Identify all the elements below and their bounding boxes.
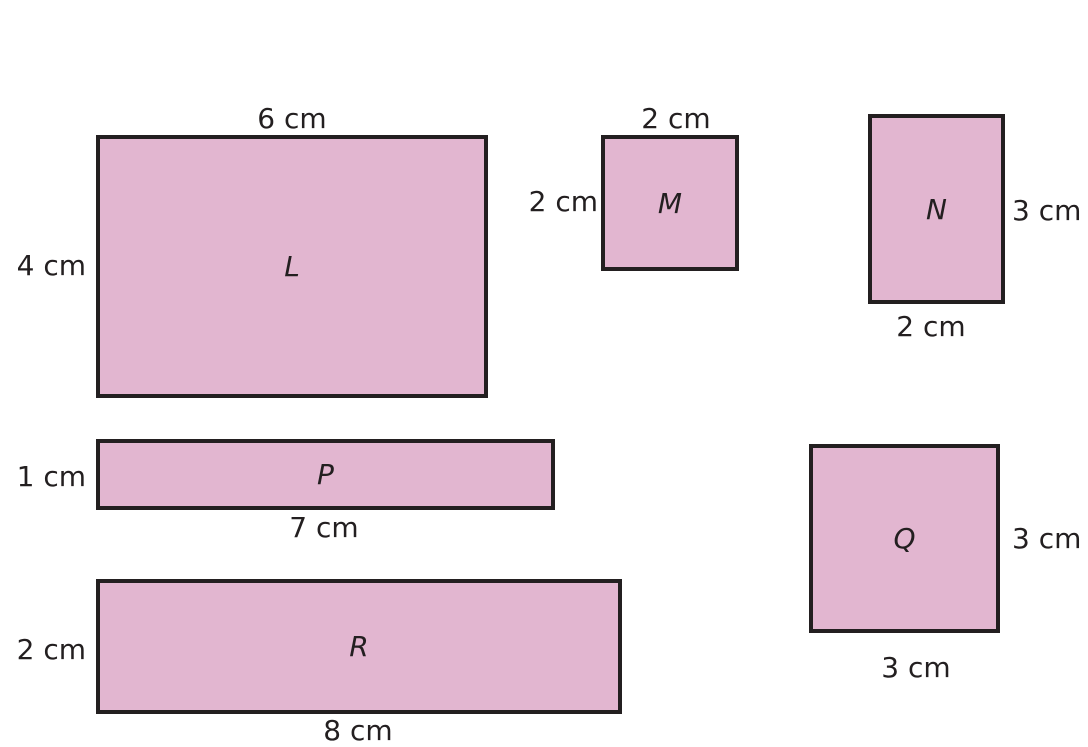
rectangle-p-height-label: 1 cm xyxy=(16,460,86,493)
rectangle-p-label: P xyxy=(317,458,334,491)
rectangle-q-width-label: 3 cm xyxy=(881,651,951,684)
rectangle-r-label: R xyxy=(349,630,369,663)
rectangle-n-label: N xyxy=(926,192,947,226)
rectangle-m: M xyxy=(601,135,739,271)
rectangle-m-label: M xyxy=(657,186,683,220)
rectangle-q-height-label: 3 cm xyxy=(1012,522,1082,555)
rectangle-q: Q xyxy=(809,444,1000,633)
rectangle-r: R xyxy=(96,579,622,714)
rectangle-n-width-label: 2 cm xyxy=(896,310,966,343)
rectangle-p: P xyxy=(96,439,555,510)
rectangle-l-height-label: 4 cm xyxy=(16,249,86,282)
rectangle-q-label: Q xyxy=(893,522,916,555)
rectangle-r-width-label: 8 cm xyxy=(323,714,393,747)
rectangle-l-label: L xyxy=(284,250,300,283)
rectangle-m-width-label: 2 cm xyxy=(641,102,711,135)
rectangle-n: N xyxy=(868,114,1005,304)
rectangle-m-height-label: 2 cm xyxy=(528,185,598,218)
rectangle-l-width-label: 6 cm xyxy=(257,102,327,135)
rectangle-l: L xyxy=(96,135,488,398)
rectangle-n-height-label: 3 cm xyxy=(1012,194,1082,227)
rectangle-r-height-label: 2 cm xyxy=(16,633,86,666)
rectangle-p-width-label: 7 cm xyxy=(289,511,359,544)
